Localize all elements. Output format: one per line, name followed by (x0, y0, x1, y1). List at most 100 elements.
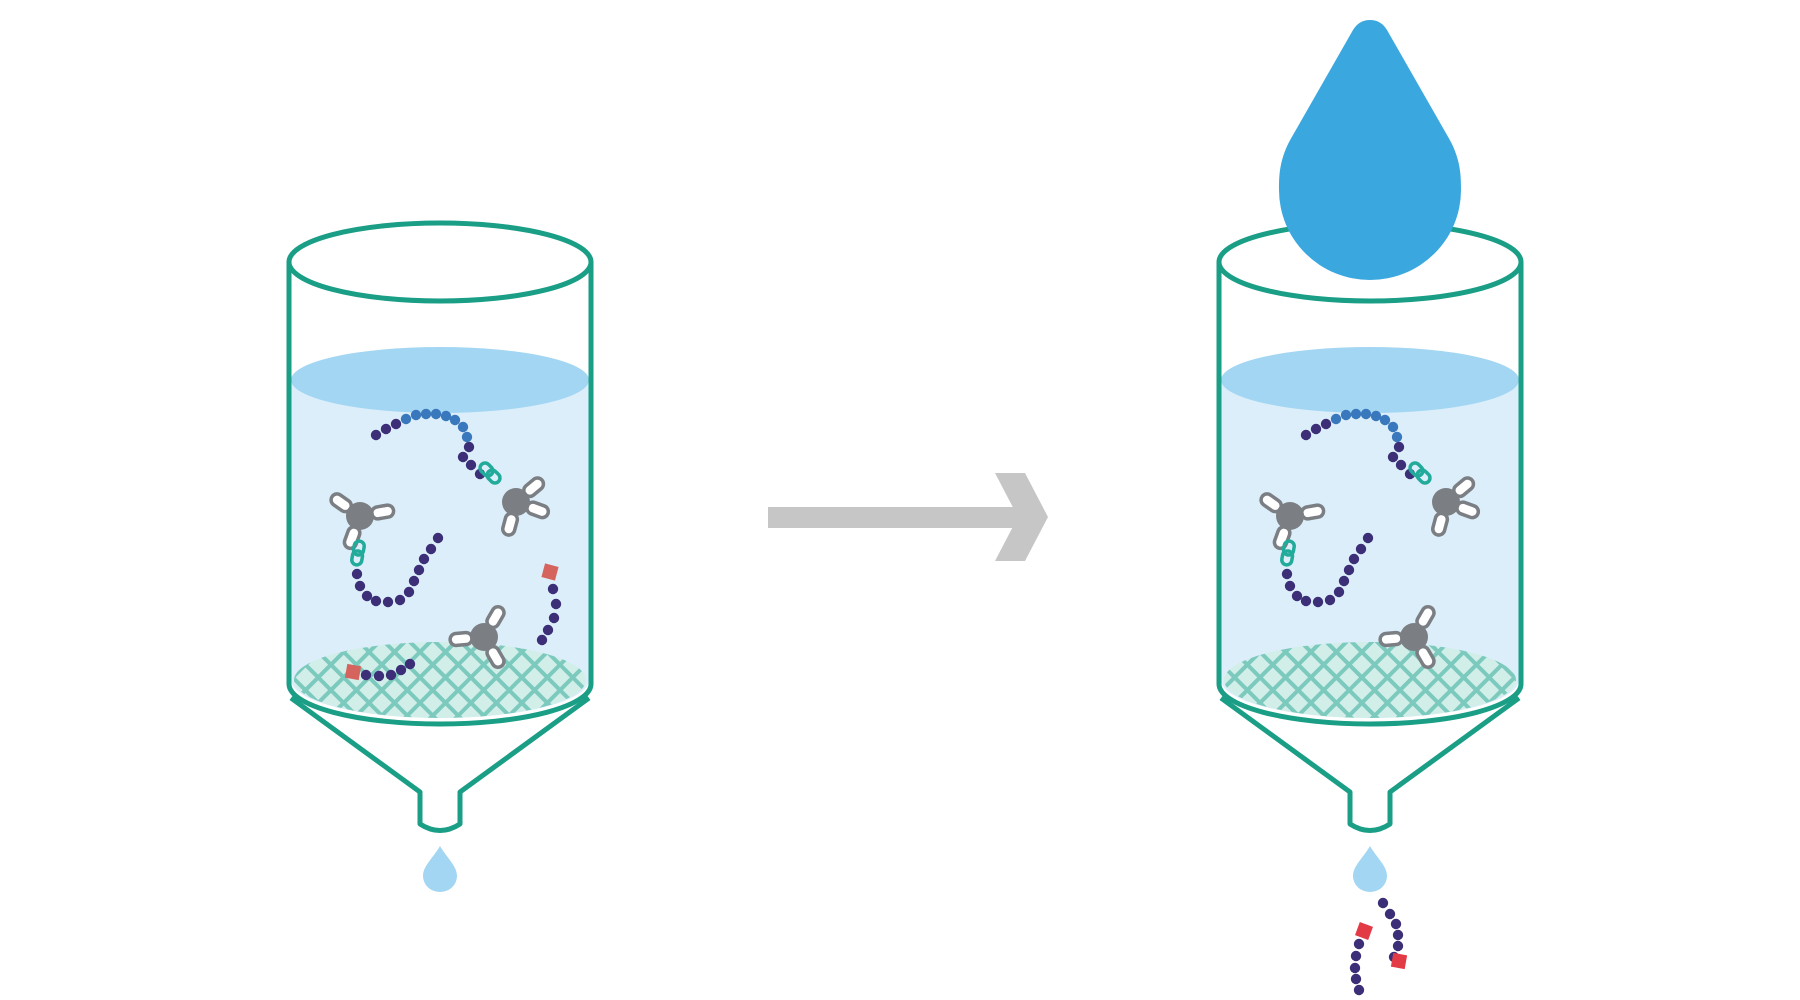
bead (361, 590, 373, 602)
bead (1281, 568, 1293, 580)
polymer-chain-blue (400, 408, 473, 443)
bead (1340, 409, 1352, 421)
bead (1300, 429, 1312, 441)
polymer-chain (351, 532, 444, 608)
bead (382, 596, 394, 608)
bead (1362, 532, 1374, 544)
bead (1350, 408, 1362, 420)
bead (420, 408, 432, 420)
bead (395, 664, 407, 676)
bead (1343, 564, 1355, 576)
anchor-core (1400, 623, 1428, 651)
bead (360, 669, 372, 681)
column-body-outline (1216, 262, 1524, 727)
bead (1284, 580, 1296, 592)
column-rim (286, 220, 594, 304)
bead (463, 441, 475, 453)
polymer-chain (1281, 532, 1374, 608)
liquid (1221, 380, 1519, 718)
column-before (286, 220, 594, 892)
anchor-core (1276, 502, 1304, 530)
bead (1300, 595, 1312, 607)
right-arrow-icon (768, 473, 1048, 561)
bead (432, 532, 444, 544)
bead (430, 408, 442, 420)
liquid (291, 380, 589, 718)
anchor-core (1432, 488, 1460, 516)
tagged-fragment (536, 583, 562, 646)
bead (1350, 973, 1362, 985)
bead (1384, 908, 1396, 920)
polymer-chain-blue (1330, 408, 1403, 443)
bead (404, 658, 416, 670)
droplet-icon (423, 846, 457, 892)
bead (351, 568, 363, 580)
bead (1330, 413, 1342, 425)
bead (542, 624, 554, 636)
bead (1387, 451, 1399, 463)
bead (1350, 950, 1362, 962)
bead (1320, 418, 1332, 430)
water-drop-icon (1279, 20, 1461, 280)
bead (373, 670, 385, 682)
bead (1324, 594, 1336, 606)
anchor-core (502, 488, 530, 516)
bead (1395, 459, 1407, 471)
tag-square (344, 663, 362, 681)
linker-icon (1280, 539, 1296, 567)
bead (1379, 414, 1391, 426)
bead (1355, 543, 1367, 555)
linker-icon (1408, 461, 1432, 485)
anchor-molecule (501, 476, 551, 537)
bead (403, 586, 415, 598)
bead (408, 575, 420, 587)
bead (413, 564, 425, 576)
bead (1390, 918, 1402, 930)
tag-square (1355, 922, 1373, 940)
bead (425, 543, 437, 555)
molecules-after (1259, 408, 1481, 669)
anchor-molecule (329, 492, 396, 551)
bead (418, 553, 430, 565)
funnel-outline (1219, 695, 1521, 833)
bead (1333, 586, 1345, 598)
bead (1349, 962, 1361, 974)
bead (1310, 423, 1322, 435)
column-after (1216, 220, 1524, 996)
bead (547, 583, 559, 595)
bead (457, 421, 469, 433)
anchor-molecule (448, 605, 506, 669)
bead (1348, 553, 1360, 565)
anchor-molecule (1431, 476, 1481, 537)
bead (394, 594, 406, 606)
bead (1353, 984, 1365, 996)
liquid-surface (291, 347, 589, 413)
bead (1312, 596, 1324, 608)
filter-mesh (294, 642, 586, 718)
bead (1338, 575, 1350, 587)
bead (1393, 441, 1405, 453)
bead (1392, 929, 1404, 941)
bead (400, 413, 412, 425)
bead (440, 410, 452, 422)
bead (1370, 410, 1382, 422)
bead (465, 459, 477, 471)
bead (380, 423, 392, 435)
tag-square (541, 563, 559, 581)
bead (390, 418, 402, 430)
column-body-outline (286, 262, 594, 727)
funnel-outline (289, 695, 591, 833)
bead (548, 612, 560, 624)
anchor-molecule (1259, 492, 1326, 551)
liquid-surface (1221, 347, 1519, 413)
anchor-molecule (1378, 605, 1436, 669)
anchor-core (346, 502, 374, 530)
bead (536, 634, 548, 646)
bead (1360, 408, 1372, 420)
tag-square (1390, 952, 1408, 970)
polymer-chain (370, 418, 486, 480)
bead (1291, 590, 1303, 602)
bead (461, 431, 473, 443)
